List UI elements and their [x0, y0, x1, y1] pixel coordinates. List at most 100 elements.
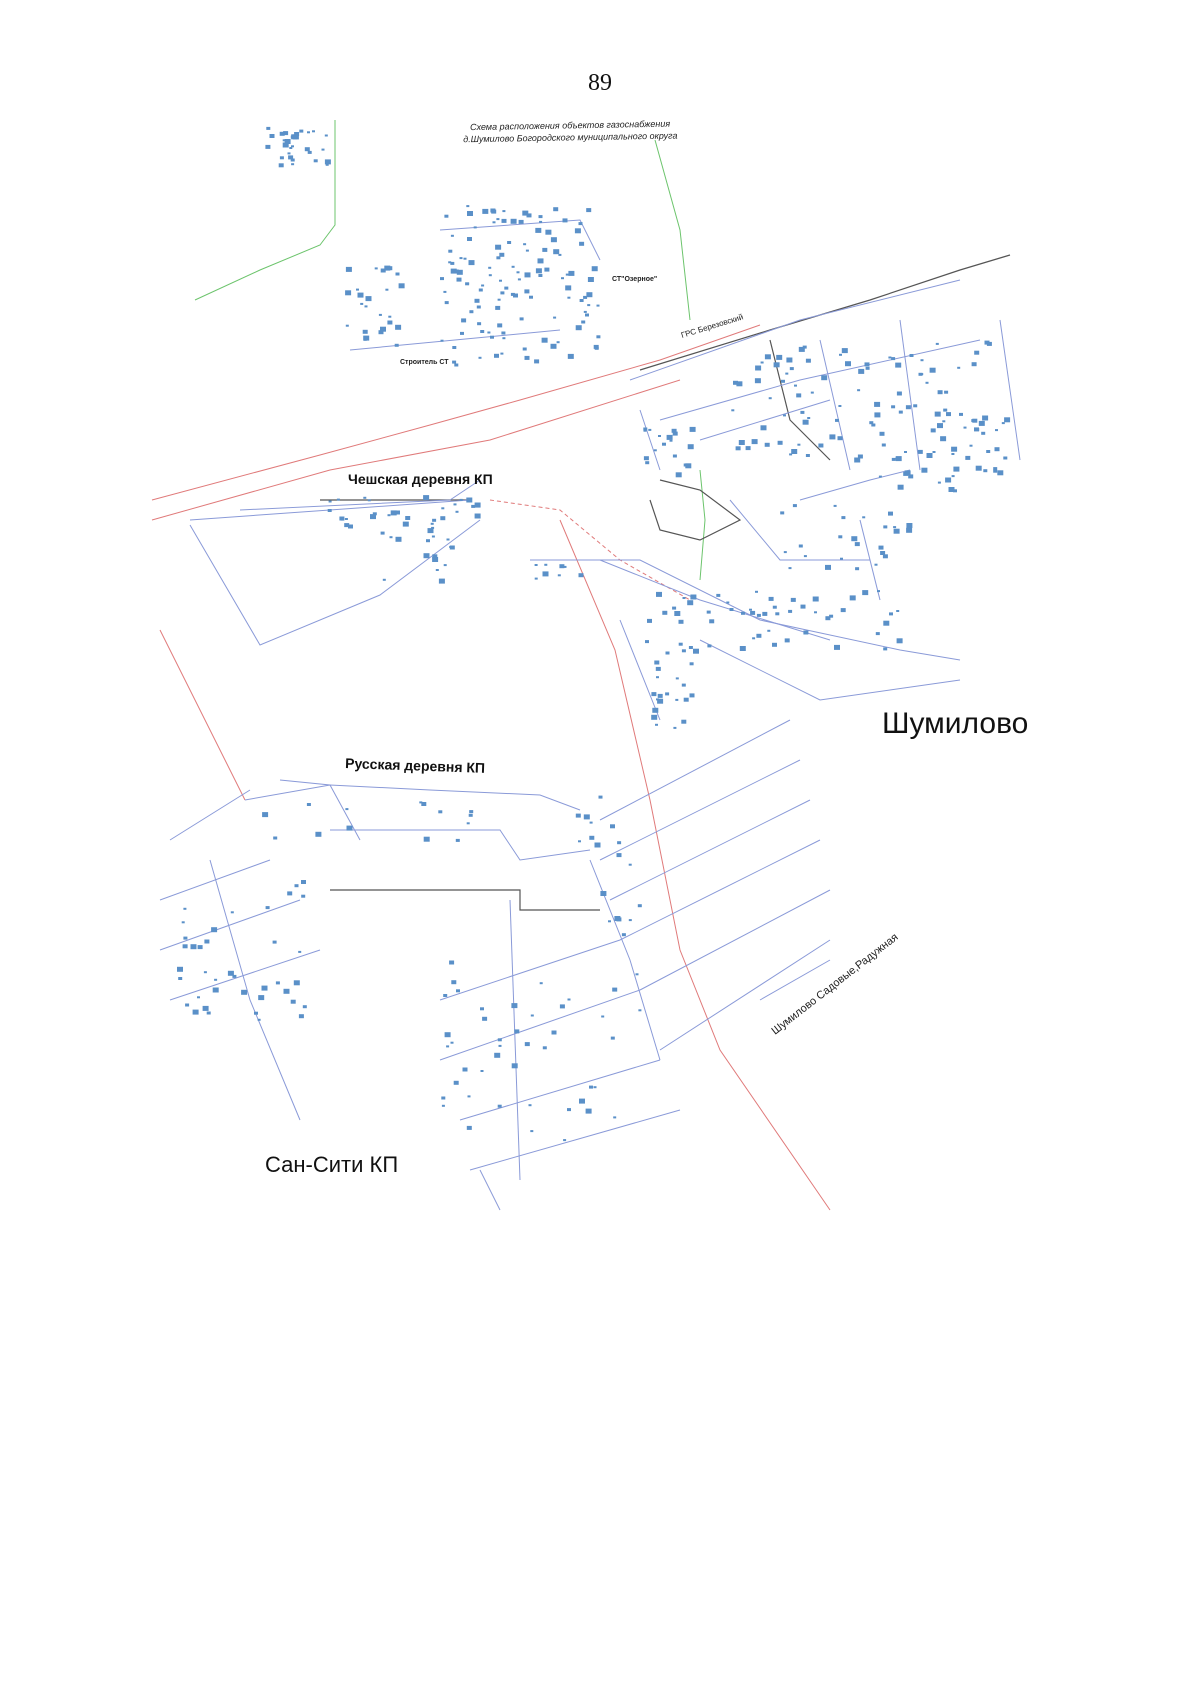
house-marker	[561, 277, 564, 280]
house-marker	[327, 509, 332, 512]
house-marker	[681, 719, 687, 724]
house-marker	[550, 237, 557, 243]
house-marker	[530, 1014, 534, 1017]
road-east-3	[609, 799, 811, 901]
house-marker	[821, 375, 828, 381]
house-marker	[534, 564, 538, 566]
house-marker	[183, 936, 188, 940]
house-marker	[423, 495, 430, 501]
house-marker	[586, 208, 592, 213]
house-marker	[405, 516, 411, 520]
house-marker	[865, 366, 870, 370]
house-marker	[478, 356, 482, 359]
house-marker	[874, 563, 878, 566]
house-marker	[435, 569, 439, 571]
house-marker	[542, 247, 548, 252]
house-marker	[637, 904, 642, 908]
house-marker	[833, 504, 837, 507]
house-marker	[443, 290, 447, 293]
house-marker	[197, 996, 200, 999]
house-marker	[934, 411, 941, 417]
house-marker	[190, 944, 197, 950]
house-marker	[230, 911, 234, 914]
house-marker	[972, 418, 978, 423]
house-marker	[530, 1130, 534, 1133]
house-marker	[756, 613, 761, 617]
house-marker	[997, 470, 1004, 476]
house-marker	[716, 593, 721, 597]
house-marker	[444, 214, 449, 218]
house-marker	[454, 363, 459, 367]
house-marker	[729, 608, 734, 611]
house-marker	[953, 489, 957, 493]
house-marker	[975, 465, 982, 471]
green-line-mid	[699, 469, 706, 581]
road-east-5	[639, 889, 831, 991]
house-marker	[478, 288, 483, 292]
house-marker	[825, 616, 831, 621]
house-marker	[432, 557, 439, 562]
road-sansity-4	[209, 859, 301, 1121]
house-marker	[466, 205, 470, 208]
house-marker	[292, 134, 299, 140]
house-marker	[497, 323, 503, 328]
house-marker	[395, 324, 402, 330]
house-marker	[935, 342, 939, 345]
house-marker	[682, 597, 686, 599]
house-marker	[518, 219, 524, 224]
house-marker	[501, 218, 507, 223]
house-marker	[814, 611, 817, 614]
house-marker	[370, 514, 376, 520]
house-marker	[959, 412, 963, 416]
house-marker	[920, 359, 924, 362]
house-marker	[467, 237, 472, 241]
house-marker	[675, 677, 679, 680]
house-marker	[643, 427, 648, 431]
house-marker	[480, 330, 485, 333]
house-marker	[857, 389, 861, 392]
road-a7	[999, 319, 1021, 461]
house-marker	[978, 420, 985, 426]
house-marker	[882, 554, 888, 559]
house-marker	[681, 649, 686, 653]
house-marker	[499, 252, 505, 257]
house-marker	[788, 609, 793, 613]
road-shum-7	[859, 519, 881, 601]
house-marker	[257, 1018, 261, 1021]
house-marker	[302, 1005, 307, 1009]
house-marker	[587, 304, 591, 307]
house-marker	[841, 516, 846, 520]
house-marker	[504, 286, 509, 290]
house-marker	[944, 390, 949, 394]
house-marker	[283, 131, 289, 136]
house-marker	[983, 469, 988, 473]
house-marker	[671, 428, 677, 433]
house-marker	[363, 335, 370, 341]
house-marker	[258, 995, 265, 1001]
house-marker	[937, 481, 941, 484]
house-marker	[835, 418, 839, 422]
house-marker	[780, 511, 785, 515]
house-marker	[446, 538, 450, 541]
house-marker	[776, 354, 783, 360]
house-marker	[838, 405, 842, 407]
house-marker	[388, 315, 392, 318]
house-marker	[542, 571, 549, 577]
house-marker	[829, 614, 834, 618]
house-marker	[888, 356, 892, 359]
house-marker	[802, 345, 807, 349]
house-marker	[394, 343, 399, 347]
house-marker	[578, 222, 583, 226]
house-marker	[706, 610, 711, 614]
house-marker	[800, 604, 806, 609]
house-marker	[500, 352, 504, 355]
house-marker	[544, 267, 550, 272]
house-marker	[431, 526, 435, 529]
house-marker	[544, 563, 548, 566]
house-marker	[917, 449, 923, 454]
house-marker	[421, 802, 427, 806]
house-marker	[772, 605, 777, 609]
label-stroitel-st: Строитель СТ	[400, 359, 449, 366]
house-marker	[768, 397, 772, 400]
